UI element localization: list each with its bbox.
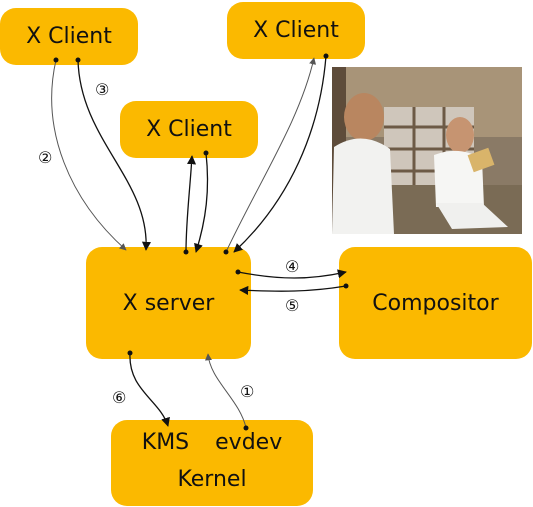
compositor-box: Compositor (339, 247, 532, 359)
arrow-step-6 (129, 352, 170, 427)
step-4-label: ④ (285, 257, 299, 276)
compositor-label: Compositor (372, 290, 499, 316)
x-client-left-box: X Client (0, 8, 138, 65)
step-6-label: ⑥ (112, 388, 126, 407)
arrow-right-client-up (225, 57, 317, 253)
x-server-box: X server (86, 247, 251, 359)
x-server-label: X server (122, 290, 215, 316)
arrow-step-4 (237, 269, 347, 279)
step-1-label: ① (240, 382, 254, 401)
arrow-middle-client-up (185, 155, 197, 253)
kernel-box: KMS evdev Kernel (111, 420, 313, 506)
step-3-label: ③ (95, 80, 109, 99)
x-client-middle-box: X Client (120, 101, 258, 158)
arrow-step-3 (77, 59, 152, 251)
arrow-step-1 (205, 353, 247, 429)
evdev-label: evdev (215, 430, 283, 455)
x-client-right-label: X Client (253, 18, 339, 43)
arrow-step-5 (239, 285, 347, 295)
x-client-middle-label: X Client (146, 117, 232, 142)
arrow-middle-client-down (194, 152, 209, 253)
kernel-label: Kernel (177, 467, 247, 492)
arrow-step-2 (51, 59, 127, 251)
step-5-label: ⑤ (285, 296, 299, 315)
kms-label: KMS (141, 430, 190, 455)
step-2-label: ② (38, 148, 52, 167)
x-client-left-label: X Client (26, 24, 112, 49)
arrow-right-client-down (233, 55, 327, 253)
video-frame-image (332, 67, 522, 234)
x-client-right-box: X Client (227, 2, 365, 59)
